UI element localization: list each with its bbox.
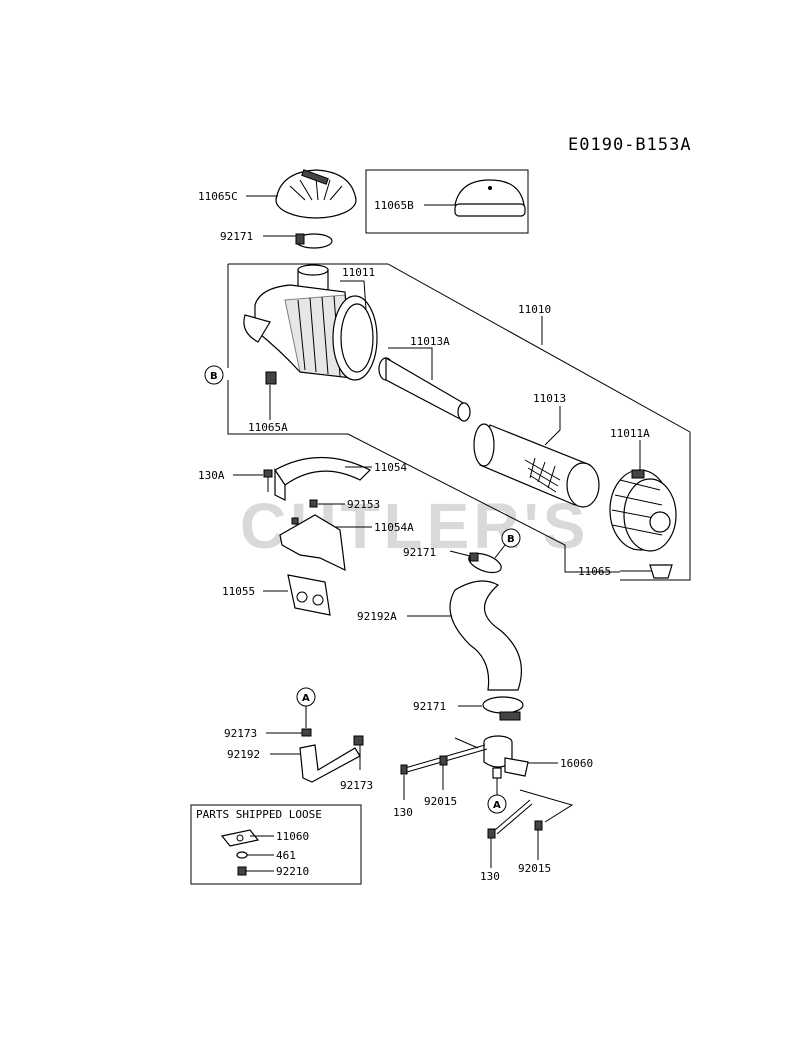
diagram-code: E0190-B153A (568, 135, 692, 155)
clamp-92171-top (295, 233, 333, 249)
group-bracket-lower (227, 380, 620, 573)
leader-lines (233, 195, 652, 872)
label-11065: 11065 (578, 565, 611, 578)
label-130-bottom: 130 (480, 870, 500, 883)
callout-a-bottom: A (487, 794, 507, 814)
label-11065C: 11065C (198, 190, 238, 203)
plate-11055 (287, 574, 331, 616)
inner-filter-11013A (378, 356, 471, 422)
nut-92015-right (534, 820, 543, 831)
label-11011: 11011 (342, 266, 375, 279)
part-labels: 11065C 11065B 92171 11011 11010 11013A 1… (198, 190, 650, 883)
svg-text:A: A (493, 800, 501, 811)
label-11054A: 11054A (374, 521, 414, 534)
nut-92015-left (439, 755, 448, 766)
fitting-16060 (483, 735, 529, 779)
label-92171-top: 92171 (220, 230, 253, 243)
label-92015-right: 92015 (518, 862, 551, 875)
label-11065A: 11065A (248, 421, 288, 434)
cap-11065B-box (365, 169, 529, 234)
air-cleaner-body-11011 (243, 264, 378, 381)
gasket-11060 (220, 829, 260, 847)
label-92173-a: 92173 (224, 727, 257, 740)
label-92210: 92210 (276, 865, 309, 878)
bolt-130A (263, 469, 273, 492)
cap-11065C (275, 169, 357, 219)
parts-shipped-loose-box (190, 804, 362, 885)
label-92171-mid: 92171 (403, 546, 436, 559)
label-11013: 11013 (533, 392, 566, 405)
clamp-92171-low (482, 696, 524, 721)
callout-b-right: B (501, 528, 521, 548)
end-cap-11011A (609, 469, 677, 552)
cover-11054 (274, 457, 372, 501)
label-16060: 16060 (560, 757, 593, 770)
label-92192A: 92192A (357, 610, 397, 623)
label-92153: 92153 (347, 498, 380, 511)
nut-92210 (237, 866, 247, 876)
part-11065A (265, 371, 277, 385)
bracket-11054A (279, 514, 346, 572)
label-92015-left: 92015 (424, 795, 457, 808)
label-92173-b: 92173 (340, 779, 373, 792)
label-11011A: 11011A (610, 427, 650, 440)
cap-11065B (454, 179, 526, 217)
label-130-left: 130 (393, 806, 413, 819)
bolt-92153 (309, 499, 318, 508)
label-92171-low: 92171 (413, 700, 446, 713)
label-92192: 92192 (227, 748, 260, 761)
label-11013A: 11013A (410, 335, 450, 348)
label-11055: 11055 (222, 585, 255, 598)
label-11010: 11010 (518, 303, 551, 316)
label-11054: 11054 (374, 461, 407, 474)
svg-text:B: B (210, 371, 218, 382)
svg-text:B: B (507, 534, 515, 545)
hose-92192 (299, 728, 364, 783)
bolt-130-bottom (487, 799, 533, 839)
group-bracket-11010 (228, 263, 691, 581)
callout-b-left: B (204, 365, 224, 385)
label-461: 461 (276, 849, 296, 862)
clamp-92171-mid (468, 552, 502, 574)
callout-a-top: A (296, 687, 316, 707)
parts-shipped-loose-title: PARTS SHIPPED LOOSE (196, 808, 322, 821)
main-filter-11013 (473, 423, 600, 508)
washer-461 (236, 851, 248, 859)
label-11065B: 11065B (374, 199, 414, 212)
svg-text:A: A (302, 693, 310, 704)
label-11060: 11060 (276, 830, 309, 843)
hose-92192A (449, 580, 522, 691)
label-130A: 130A (198, 469, 225, 482)
valve-11065 (649, 564, 673, 579)
